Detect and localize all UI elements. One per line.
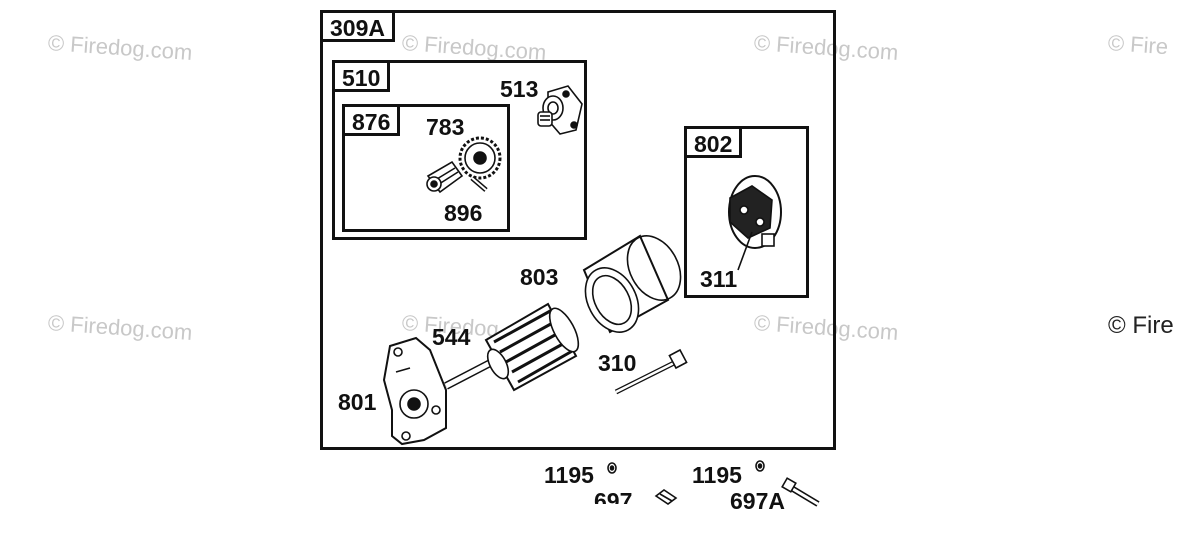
part-label-544: 544 bbox=[432, 324, 471, 350]
part-label-697A: 697A bbox=[730, 488, 785, 514]
part-1195b-drawing bbox=[755, 460, 765, 472]
part-803-drawing bbox=[582, 234, 682, 334]
group-box-876: 876 bbox=[342, 104, 510, 232]
part-label-697: 697 bbox=[594, 490, 633, 504]
part-697A-drawing bbox=[781, 477, 820, 507]
group-box-802: 802 bbox=[684, 126, 809, 298]
group-label-876: 876 bbox=[342, 104, 401, 136]
part-label-783: 783 bbox=[426, 114, 465, 140]
part-896-drawing bbox=[470, 176, 488, 192]
part-310-drawing bbox=[614, 348, 688, 395]
part-label-1195: 1195 bbox=[692, 462, 742, 488]
part-1195a-drawing bbox=[607, 462, 617, 474]
group-box-510: 510 bbox=[332, 60, 587, 240]
part-label-803: 803 bbox=[520, 264, 559, 290]
part-697-drawing bbox=[654, 489, 678, 505]
part-802-drawing bbox=[728, 175, 782, 271]
part-label-801: 801 bbox=[338, 389, 377, 415]
part-801-drawing bbox=[382, 336, 447, 446]
part-label-1195: 1195 bbox=[544, 462, 594, 488]
part-876-drawing bbox=[426, 160, 464, 194]
part-label-310: 310 bbox=[598, 350, 637, 376]
group-box-309A: 309A bbox=[320, 10, 836, 450]
group-label-802: 802 bbox=[684, 126, 743, 158]
group-label-309A: 309A bbox=[320, 10, 395, 42]
part-513-drawing bbox=[537, 85, 583, 135]
part-label-311: 311 bbox=[700, 266, 738, 292]
part-544-drawing bbox=[444, 302, 580, 392]
part-783-drawing bbox=[458, 136, 502, 180]
part-label-513: 513 bbox=[500, 76, 539, 102]
watermark: © Fire bbox=[1108, 312, 1174, 339]
part-label-896: 896 bbox=[444, 200, 483, 226]
group-label-510: 510 bbox=[332, 60, 391, 92]
